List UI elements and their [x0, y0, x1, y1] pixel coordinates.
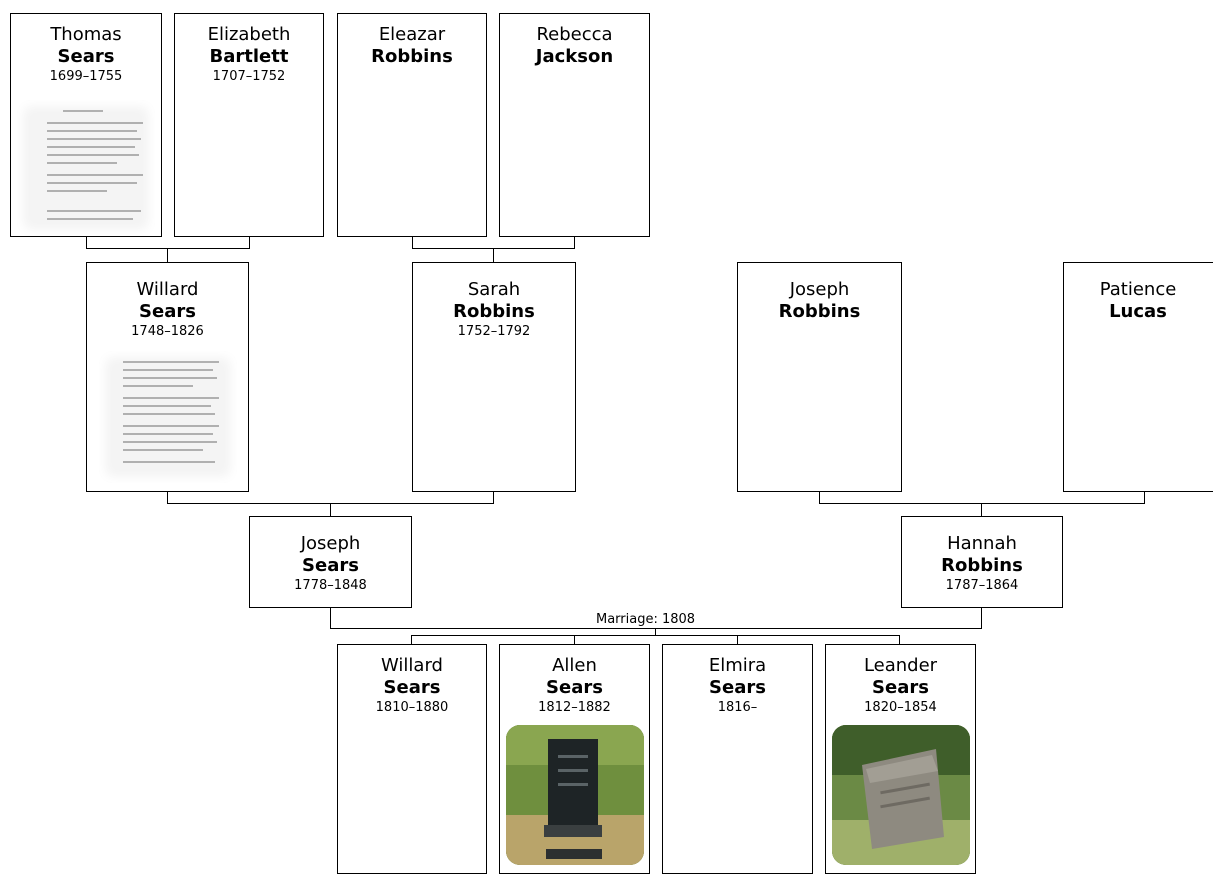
children-connector [655, 628, 656, 636]
person-card[interactable]: Elmira Sears 1816– [662, 644, 813, 874]
life-dates: 1812–1882 [538, 700, 611, 715]
given-name: Allen [552, 655, 597, 676]
given-name: Thomas [50, 24, 122, 45]
family-connector [412, 237, 413, 249]
life-dates: 1778–1848 [294, 578, 367, 593]
life-dates: 1699–1755 [49, 69, 123, 84]
family-connector [574, 237, 575, 249]
life-dates: 1787–1864 [945, 578, 1019, 593]
given-name: Sarah [467, 279, 521, 300]
gravestone-icon [831, 725, 970, 865]
family-connector [1144, 492, 1145, 504]
children-connector [899, 635, 900, 645]
person-card[interactable]: Patience Lucas [1063, 262, 1213, 492]
given-name: Willard [136, 279, 199, 300]
family-connector [493, 492, 494, 504]
surname: Sears [546, 677, 603, 698]
surname: Robbins [778, 301, 861, 322]
marriage-connector [330, 628, 982, 629]
person-card[interactable]: Willard Sears 1748–1826 [86, 262, 249, 492]
person-card[interactable]: Leander Sears 1820–1854 [825, 644, 976, 874]
given-name: Elizabeth [207, 24, 291, 45]
children-connector [411, 635, 900, 636]
given-name: Rebecca [536, 24, 613, 45]
gravestone-icon [505, 725, 644, 865]
surname: Robbins [453, 301, 535, 322]
family-connector [86, 237, 87, 249]
surname: Robbins [941, 555, 1023, 576]
person-card[interactable]: Rebecca Jackson [499, 13, 650, 237]
given-name: Joseph [789, 279, 850, 300]
family-connector [819, 492, 820, 504]
given-name: Joseph [300, 533, 361, 554]
person-card[interactable]: Allen Sears 1812–1882 [499, 644, 650, 874]
surname: Jackson [535, 46, 614, 67]
children-connector [574, 635, 575, 645]
document-scan-thumbnail[interactable] [98, 351, 237, 483]
surname: Bartlett [209, 46, 289, 67]
person-card[interactable]: Elizabeth Bartlett 1707–1752 [174, 13, 324, 237]
life-dates: 1748–1826 [131, 324, 204, 339]
surname: Sears [57, 46, 115, 67]
family-connector [167, 492, 168, 504]
gravestone-photo-thumbnail[interactable] [831, 725, 970, 865]
life-dates: 1820–1854 [864, 700, 937, 715]
document-scan-thumbnail[interactable] [17, 100, 155, 236]
surname: Sears [139, 301, 196, 322]
person-card[interactable]: Eleazar Robbins [337, 13, 487, 237]
surname: Lucas [1109, 301, 1167, 322]
marriage-label: Marriage: 1808 [595, 612, 697, 628]
gravestone-photo-thumbnail[interactable] [505, 725, 644, 865]
surname: Sears [872, 677, 929, 698]
person-card[interactable]: Sarah Robbins 1752–1792 [412, 262, 576, 492]
marriage-connector [330, 608, 331, 629]
children-connector [737, 635, 738, 645]
surname: Sears [302, 555, 359, 576]
family-connector [493, 248, 494, 263]
life-dates: 1816– [717, 700, 758, 715]
given-name: Patience [1099, 279, 1177, 300]
given-name: Hannah [947, 533, 1017, 554]
given-name: Leander [863, 655, 938, 676]
person-card[interactable]: Willard Sears 1810–1880 [337, 644, 487, 874]
family-connector [330, 503, 331, 517]
person-card[interactable]: Joseph Sears 1778–1848 [249, 516, 412, 608]
life-dates: 1810–1880 [375, 700, 449, 715]
family-connector [249, 237, 250, 249]
family-connector [819, 503, 1145, 504]
given-name: Willard [381, 655, 443, 676]
surname: Sears [383, 677, 441, 698]
marriage-connector [981, 608, 982, 629]
family-connector [167, 248, 168, 263]
family-connector [981, 503, 982, 517]
life-dates: 1752–1792 [457, 324, 531, 339]
person-card[interactable]: Joseph Robbins [737, 262, 902, 492]
given-name: Eleazar [378, 24, 446, 45]
person-card[interactable]: Thomas Sears 1699–1755 [10, 13, 162, 237]
family-connector [86, 248, 250, 249]
surname: Robbins [371, 46, 453, 67]
children-connector [411, 635, 412, 645]
person-card[interactable]: Hannah Robbins 1787–1864 [901, 516, 1063, 608]
surname: Sears [709, 677, 766, 698]
life-dates: 1707–1752 [212, 69, 286, 84]
given-name: Elmira [708, 655, 767, 676]
